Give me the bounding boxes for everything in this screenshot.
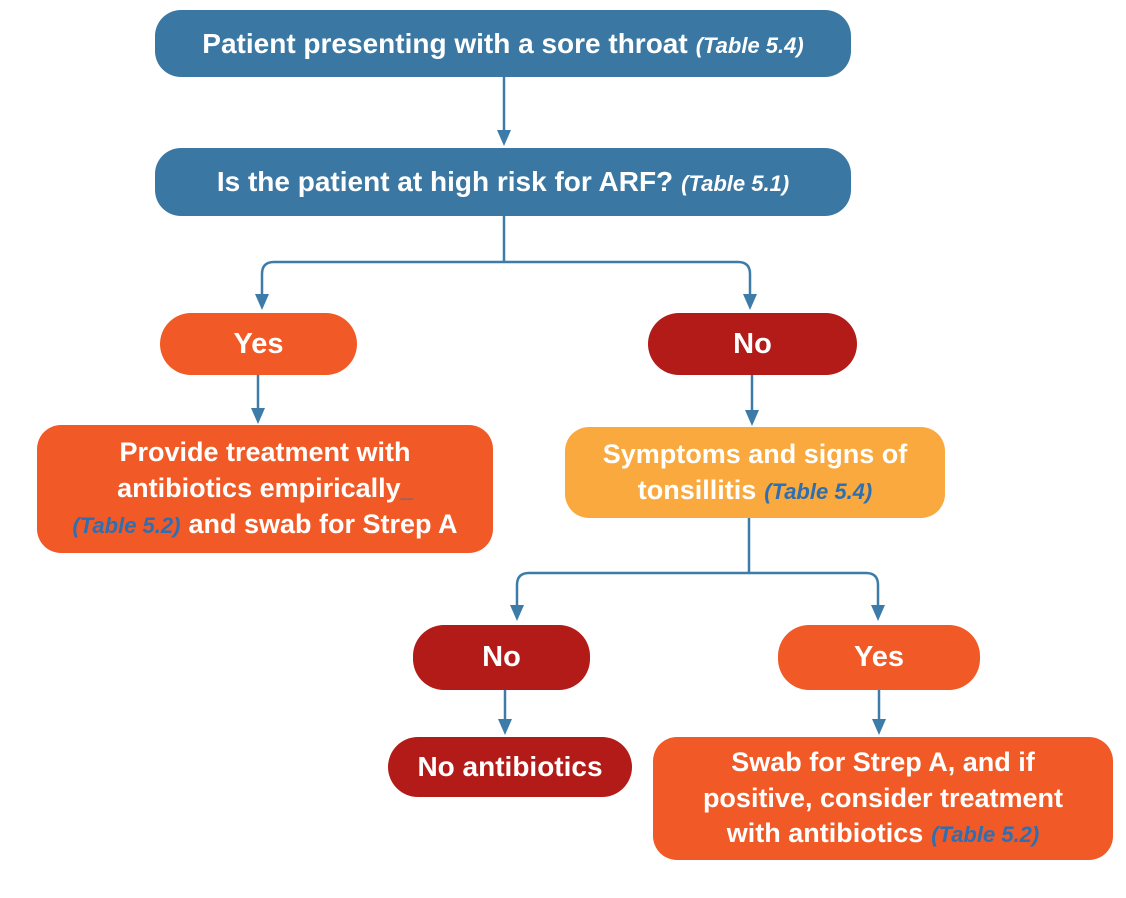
node-arf-question-table-ref: (Table 5.1) (681, 171, 790, 196)
arrowhead-to-arf-no (743, 294, 757, 310)
arrowhead-to-tonsillitis (745, 410, 759, 426)
node-tonsillitis-yes: Yes (778, 625, 980, 690)
node-arf-question-text: Is the patient at high risk for ARF? (Tab… (217, 166, 789, 198)
arrowhead-to-tonsillitis-yes (871, 605, 885, 621)
treat-line-2: antibiotics empirically_ (117, 471, 413, 507)
arrowhead-to-tonsillitis-no (510, 605, 524, 621)
treat-line-1: Provide treatment with (119, 437, 411, 468)
node-start-text: Patient presenting with a sore throat (Ta… (202, 28, 803, 60)
node-no-antibiotics: No antibiotics (388, 737, 632, 797)
treat-line-3-text: and swab for Strep A (188, 508, 458, 539)
node-start-table-ref: (Table 5.4) (695, 32, 804, 58)
node-tonsillitis-no: No (413, 625, 590, 690)
node-tonsillitis-no-label: No (482, 641, 521, 673)
node-tonsillitis-yes-label: Yes (854, 641, 904, 673)
arrowhead-to-swab (872, 719, 886, 735)
arrowhead-to-treat (251, 408, 265, 424)
swab-line-3: with antibiotics (Table 5.2) (727, 816, 1040, 852)
node-treat-empirically: Provide treatment with antibiotics empir… (37, 425, 493, 553)
node-start: Patient presenting with a sore throat (Ta… (155, 10, 851, 77)
arrowhead-to-no-antibiotics (498, 719, 512, 735)
treat-line-2-mark: _ (400, 477, 413, 503)
arrowhead-start-to-question (497, 130, 511, 146)
swab-table-ref: (Table 5.2) (931, 822, 1040, 848)
tonsillitis-table-ref: (Table 5.4) (764, 478, 873, 504)
node-no-antibiotics-label: No antibiotics (417, 751, 603, 782)
arrowhead-to-arf-yes (255, 294, 269, 310)
node-arf-question: Is the patient at high risk for ARF? (Tab… (155, 148, 851, 216)
swab-line-1: Swab for Strep A, and if (731, 746, 1035, 777)
node-arf-yes: Yes (160, 313, 357, 375)
tonsillitis-line-2: tonsillitis (Table 5.4) (638, 473, 873, 509)
node-arf-question-label: Is the patient at high risk for ARF? (216, 166, 674, 197)
swab-line-3-text: with antibiotics (726, 818, 924, 849)
edge-question-bracket (260, 260, 752, 296)
treat-table-ref: (Table 5.2) (72, 512, 181, 538)
tonsillitis-line-2-text: tonsillitis (637, 474, 757, 505)
swab-line-2: positive, consider treatment (702, 782, 1064, 813)
treat-line-3: (Table 5.2) and swab for Strep A (72, 507, 457, 543)
node-tonsillitis: Symptoms and signs of tonsillitis (Table … (565, 427, 945, 518)
node-swab-if-positive: Swab for Strep A, and if positive, consi… (653, 737, 1113, 860)
node-start-label: Patient presenting with a sore throat (202, 27, 688, 59)
edge-tonsillitis-bracket (515, 571, 880, 607)
node-arf-yes-label: Yes (233, 327, 284, 360)
treat-line-2-text: antibiotics empirically (117, 473, 401, 504)
node-arf-no: No (648, 313, 857, 375)
tonsillitis-line-1: Symptoms and signs of (602, 438, 908, 469)
node-arf-no-label: No (733, 327, 772, 360)
